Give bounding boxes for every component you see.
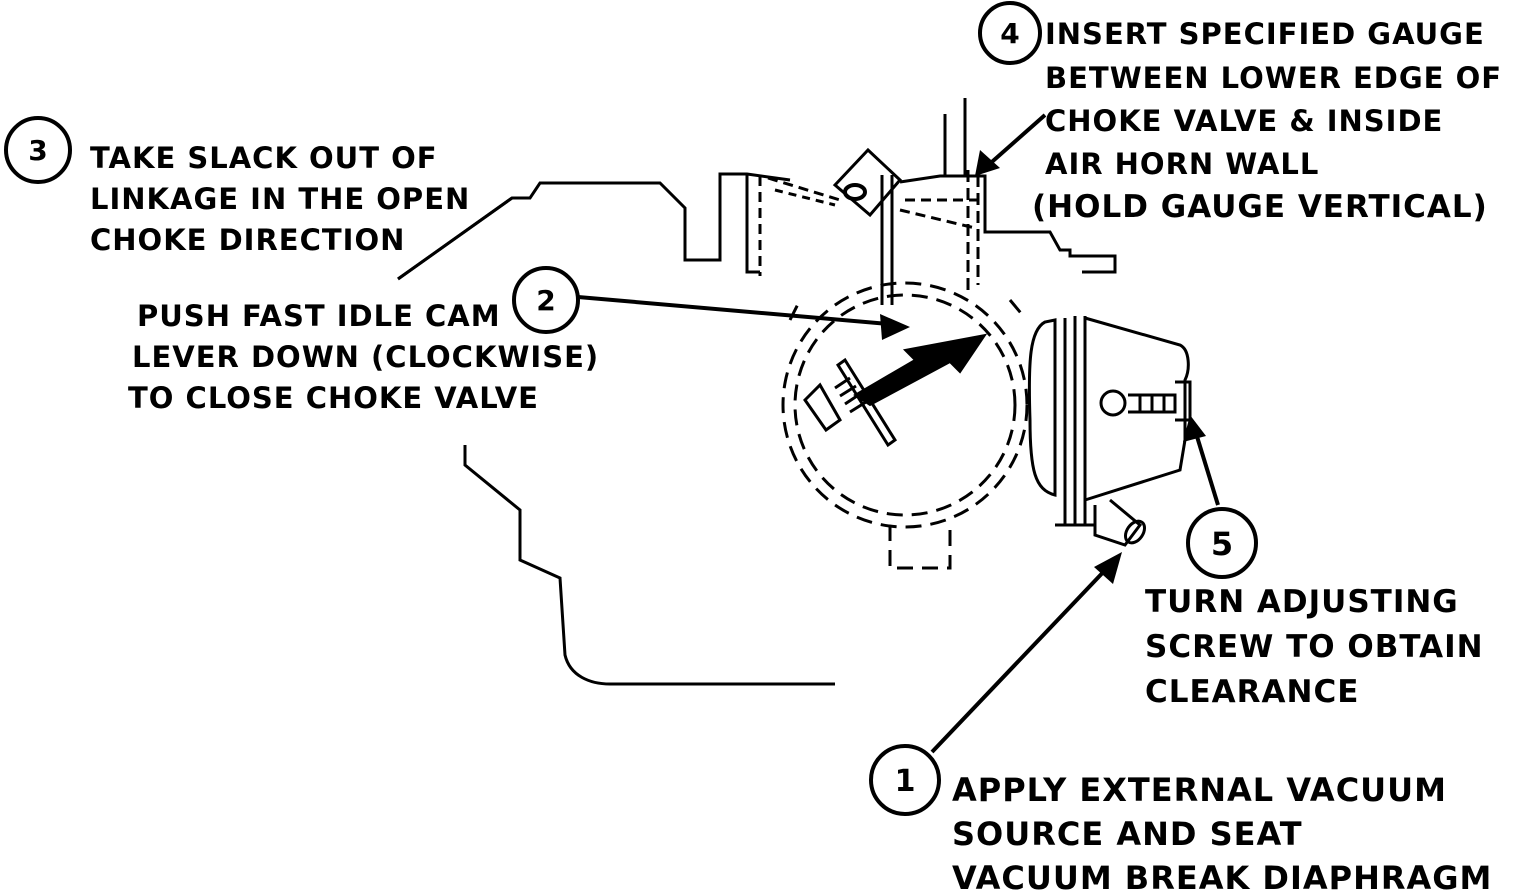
step-5-marker: 5: [1186, 507, 1258, 579]
step-4-number: 4: [1000, 17, 1019, 50]
step-4-line-1: INSERT SPECIFIED GAUGE: [1045, 17, 1485, 51]
step-3-label: TAKE SLACK OUT OF LINKAGE IN THE OPEN CH…: [90, 141, 470, 257]
step-1-marker: 1: [869, 744, 941, 816]
step-1-line-3: VACUUM BREAK DIAPHRAGM: [952, 859, 1492, 896]
leader-lines: [397, 113, 1220, 754]
step-4-leader: [983, 113, 1047, 170]
step-5-line-2: SCREW TO OBTAIN: [1145, 629, 1484, 665]
step-1-leader: [930, 563, 1112, 754]
cam-push-arrow: [853, 333, 988, 407]
step-3-marker: 3: [4, 116, 72, 184]
step-1-label: APPLY EXTERNAL VACUUM SOURCE AND SEAT VA…: [952, 771, 1492, 896]
step-1-arrowhead: [1094, 552, 1122, 584]
step-5-arrowhead: [1183, 415, 1206, 442]
carburetor-body: [397, 98, 1117, 686]
step-4-marker: 4: [978, 1, 1042, 65]
step-2-leader: [577, 295, 901, 327]
step-4-arrowhead: [975, 150, 1000, 176]
step-3-line-1: TAKE SLACK OUT OF: [90, 141, 438, 175]
step-3-line-2: LINKAGE IN THE OPEN: [90, 182, 470, 216]
step-2-line-1: PUSH FAST IDLE CAM: [137, 299, 501, 333]
step-1-number: 1: [895, 764, 916, 799]
step-2-line-3: TO CLOSE CHOKE VALVE: [128, 381, 539, 415]
arrowheads: [880, 150, 1206, 584]
vacuum-break-diaphragm: [1027, 316, 1192, 547]
step-4-line-3: CHOKE VALVE & INSIDE: [1045, 104, 1443, 138]
step-2-arrowhead: [880, 314, 910, 340]
cam-spring: [803, 357, 898, 448]
step-1-line-2: SOURCE AND SEAT: [952, 815, 1303, 853]
step-2-label: PUSH FAST IDLE CAM LEVER DOWN (CLOCKWISE…: [128, 299, 599, 415]
step-3-leader: [397, 196, 513, 281]
step-2-marker: 2: [512, 266, 580, 334]
step-2-line-2: LEVER DOWN (CLOCKWISE): [132, 340, 599, 374]
step-3-number: 3: [28, 134, 47, 167]
step-2-number: 2: [536, 284, 555, 317]
step-4-line-2: BETWEEN LOWER EDGE OF: [1045, 61, 1502, 95]
step-4-line-5: (HOLD GAUGE VERTICAL): [1032, 189, 1488, 225]
step-5-label: TURN ADJUSTING SCREW TO OBTAIN CLEARANCE: [1145, 584, 1484, 710]
step-4-line-4: AIR HORN WALL: [1045, 147, 1319, 181]
step-3-line-3: CHOKE DIRECTION: [90, 223, 405, 257]
choke-lever: [832, 147, 903, 305]
step-5-line-1: TURN ADJUSTING: [1145, 584, 1459, 620]
step-5-number: 5: [1211, 525, 1233, 563]
step-5-leader: [1193, 429, 1220, 506]
step-5-line-3: CLEARANCE: [1145, 674, 1359, 710]
step-4-label: INSERT SPECIFIED GAUGE BETWEEN LOWER EDG…: [1032, 17, 1502, 225]
step-1-line-1: APPLY EXTERNAL VACUUM: [952, 771, 1447, 809]
